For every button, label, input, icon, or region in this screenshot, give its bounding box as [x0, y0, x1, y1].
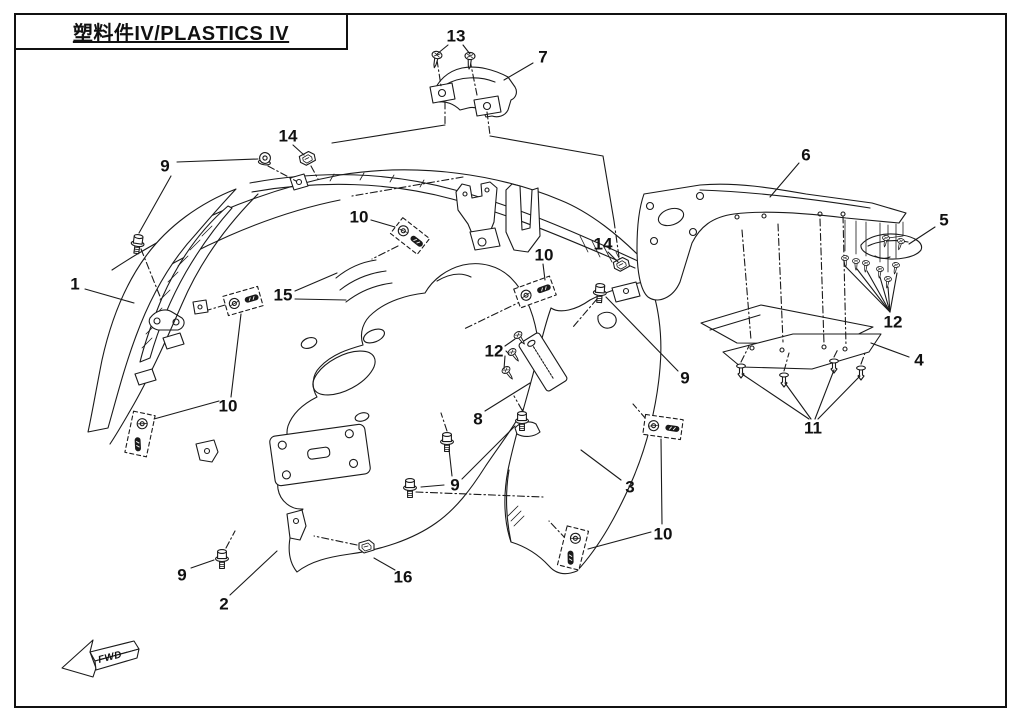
- part-6-bracket: [636, 183, 907, 301]
- callout-16: 16: [394, 568, 413, 587]
- callout-10: 10: [535, 246, 554, 265]
- leader-line-9: [138, 175, 172, 234]
- leader-line-10: [587, 531, 652, 550]
- callout-12: 12: [884, 313, 903, 332]
- callout-9: 9: [177, 566, 186, 585]
- callout-15: 15: [274, 286, 293, 305]
- leader-line-2: [229, 550, 278, 596]
- bolt-fastener: [215, 549, 229, 570]
- leader-line-14: [292, 144, 305, 156]
- clip-fastener: [358, 539, 375, 554]
- leader-line-12: [505, 350, 510, 355]
- page-title: 塑料件IV/PLASTICS IV: [72, 23, 290, 45]
- leader-line-12: [856, 268, 891, 313]
- leader-line-12: [879, 276, 891, 313]
- leader-line-9: [448, 448, 453, 477]
- callout-1: 1: [70, 275, 79, 294]
- screw-xs-fastener: [890, 261, 901, 275]
- fastener-kit-box: [513, 275, 557, 309]
- part-1-side-panel: [87, 188, 259, 445]
- leader-line-12: [889, 272, 898, 313]
- leader-line-12: [504, 338, 516, 347]
- callout-9: 9: [680, 369, 689, 388]
- fwd-arrow: FWD: [61, 639, 140, 678]
- callout-10: 10: [350, 208, 369, 227]
- callout-7: 7: [538, 48, 547, 67]
- fastener-kit-box: [389, 217, 431, 255]
- rivet-fastener: [779, 372, 789, 388]
- leader-line-4: [870, 342, 910, 358]
- callouts: 13 7 14 9 10 6 5 14 1 15 10 12 9 4 12 8 10 11 3 9 10 9 2 16: [70, 27, 948, 614]
- leader-line-12: [887, 286, 891, 313]
- callout-8: 8: [473, 410, 482, 429]
- callout-13: 13: [447, 27, 466, 46]
- part-2-center-body: [195, 259, 540, 573]
- part-5-finisher: [860, 233, 923, 260]
- leader-line-10: [230, 313, 242, 398]
- part-8-bracket: [518, 332, 568, 392]
- fastener-kit-box: [222, 285, 264, 317]
- leader-line-12: [844, 265, 891, 313]
- leader-line-10: [542, 263, 546, 281]
- leader-line-1: [84, 288, 135, 304]
- leader-line-9: [176, 158, 259, 163]
- leader-line-10: [153, 400, 220, 420]
- leader-line-11: [814, 369, 835, 420]
- leader-line-9: [605, 296, 679, 372]
- screw-fastener: [428, 49, 444, 70]
- leader-line-9: [461, 425, 516, 480]
- fork-brackets: [455, 181, 541, 253]
- callout-10: 10: [219, 397, 238, 416]
- callout-14: 14: [594, 235, 613, 254]
- callout-11: 11: [804, 419, 822, 438]
- part-4-panel: [700, 304, 882, 370]
- leader-line-7: [503, 62, 534, 81]
- title-box: 塑料件IV/PLASTICS IV: [14, 13, 348, 50]
- fastener-kit-box: [556, 525, 590, 571]
- callout-14: 14: [279, 127, 298, 146]
- callout-3: 3: [625, 478, 634, 497]
- mount-tabs: [289, 173, 641, 329]
- leader-line-6: [769, 162, 800, 198]
- part-7-bracket: [429, 66, 517, 118]
- screw-washer-fastener: [257, 151, 273, 167]
- leader-line-12: [866, 270, 891, 313]
- page-border: [14, 13, 1007, 708]
- leader-line-9: [420, 484, 445, 488]
- leader-line-5: [908, 226, 936, 245]
- screw-xs-fastener: [861, 259, 871, 273]
- leader-line-11: [817, 375, 861, 420]
- leader-line-3: [580, 449, 622, 481]
- leader-line-8: [484, 382, 531, 412]
- leader-line-13: [462, 44, 471, 55]
- leader-line-14: [607, 251, 619, 263]
- leader-line-15: [294, 298, 347, 301]
- fastener-kit-box: [124, 410, 156, 458]
- fastener-kit-box: [642, 413, 684, 441]
- fastener-kit-boxes: [124, 217, 684, 571]
- leader-line-10: [660, 438, 663, 525]
- leader-line-10: [370, 219, 396, 228]
- leader-line-11: [741, 373, 810, 420]
- leader-line-9: [190, 559, 215, 569]
- callout-4: 4: [914, 351, 924, 370]
- callout-2: 2: [219, 595, 228, 614]
- leader-line-15: [294, 272, 338, 292]
- callout-5: 5: [939, 211, 948, 230]
- callout-10: 10: [654, 525, 673, 544]
- leader-line-13: [436, 44, 449, 55]
- callout-6: 6: [801, 146, 810, 165]
- construction-lines: [140, 59, 904, 549]
- callout-9: 9: [160, 157, 169, 176]
- callout-12: 12: [485, 342, 504, 361]
- screw-xs-fastener: [852, 258, 860, 271]
- leader-line-11: [784, 382, 812, 420]
- leader-line-12: [503, 355, 506, 370]
- leader-line-16: [373, 557, 396, 571]
- screw-xs-fastener: [882, 275, 893, 289]
- callout-9: 9: [450, 476, 459, 495]
